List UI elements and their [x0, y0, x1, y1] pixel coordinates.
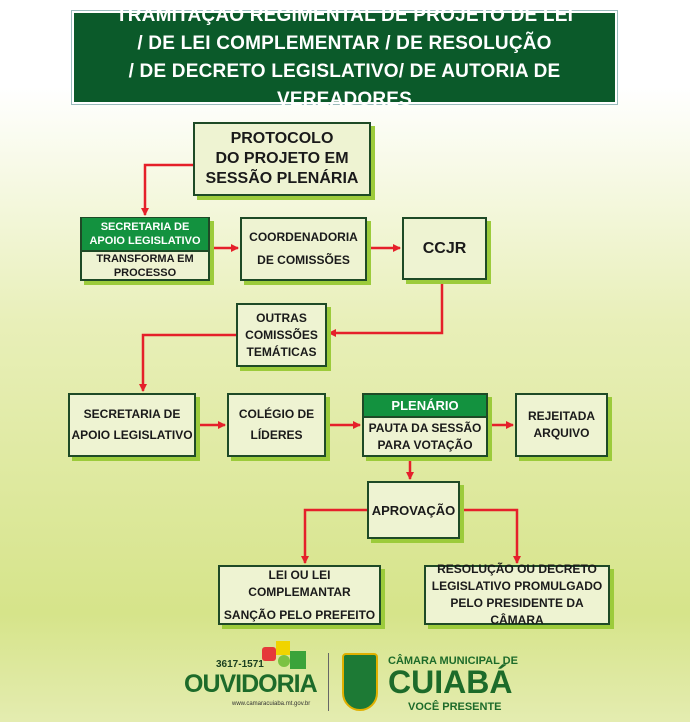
node-text: DE COMISSÕES — [257, 253, 350, 267]
node-text: LÍDERES — [250, 428, 303, 442]
node-text: COORDENADORIA — [249, 230, 358, 244]
title-line: / DE DECRETO LEGISLATIVO/ DE AUTORIA DE … — [128, 60, 561, 110]
node-text: LEI OU LEI COMPLEMANTAR — [248, 567, 351, 599]
divider — [328, 653, 329, 711]
whatsapp-icon — [278, 655, 290, 667]
node-text: SECRETARIA DE — [100, 221, 190, 233]
node-protocolo: PROTOCOLO DO PROJETO EM SESSÃO PLENÁRIA — [193, 122, 371, 196]
ouvidoria-phone: 3617-1571 — [216, 659, 264, 670]
node-text: APROVAÇÃO — [371, 502, 456, 518]
node-text: RESOLUÇÃO OU DECRETO — [437, 562, 597, 576]
node-text: OUTRAS — [256, 310, 307, 325]
node-text: PARA VOTAÇÃO — [377, 437, 473, 452]
node-text: PROCESSO — [113, 267, 177, 279]
camara-label: CÂMARA MUNICIPAL DE — [388, 655, 518, 667]
node-text: DO PROJETO EM — [215, 150, 349, 167]
coat-of-arms-icon — [342, 653, 378, 711]
node-header: PLENÁRIO — [364, 395, 486, 418]
node-body: PAUTA DA SESSÃO PARA VOTAÇÃO — [369, 418, 482, 455]
node-outras-comissoes: OUTRAS COMISSÕES TEMÁTICAS — [236, 303, 327, 367]
node-text: APOIO LEGISLATIVO — [89, 235, 201, 247]
node-body: TRANSFORMA EM PROCESSO — [96, 252, 193, 280]
node-text: SANÇÃO PELO PREFEITO — [223, 607, 376, 622]
title-line: / DE LEI COMPLEMENTAR / DE RESOLUÇÃO — [137, 32, 552, 54]
node-text: SESSÃO PLENÁRIA — [205, 170, 359, 187]
node-text: SECRETARIA DE — [83, 407, 181, 421]
node-secretaria-apoio-legislativo: SECRETARIA DE APOIO LEGISLATIVO TRANSFORM… — [80, 217, 210, 281]
email-icon — [262, 647, 276, 661]
ouvidoria-website: www.camaracuiaba.mt.gov.br — [232, 701, 311, 707]
node-resolucao: RESOLUÇÃO OU DECRETO LEGISLATIVO PROMULGA… — [424, 562, 610, 627]
node-aprovacao: APROVAÇÃO — [367, 481, 460, 539]
node-text: PAUTA DA SESSÃO — [368, 420, 482, 435]
node-rejeitada: REJEITADA ARQUIVO — [515, 393, 608, 457]
node-text: COLÉGIO DE — [238, 407, 315, 421]
title-line: TRAMITAÇÃO REGIMENTAL DE PROJETO DE LEI — [115, 4, 574, 26]
node-text: PELO PRESIDENTE DA CÂMARA — [450, 596, 584, 627]
node-text: COMISSÕES — [245, 327, 318, 342]
chat-icon — [276, 641, 290, 655]
footer-logos: 3617-1571 OUVIDORIA www.camaracuiaba.mt.… — [180, 641, 520, 717]
slogan: VOCÊ PRESENTE — [408, 701, 502, 713]
arrow — [460, 508, 521, 564]
ouvidoria-logo: OUVIDORIA — [184, 670, 318, 698]
node-text: PROTOCOLO — [230, 130, 334, 147]
node-text: APOIO LEGISLATIVO — [71, 428, 193, 442]
person-icon — [290, 651, 306, 669]
node-text: TRANSFORMA EM — [96, 253, 194, 265]
node-text: CCJR — [422, 240, 467, 257]
arrow — [328, 280, 444, 337]
arrow — [141, 163, 193, 216]
node-text: TEMÁTICAS — [246, 344, 317, 359]
arrow — [301, 508, 367, 564]
node-plenario: PLENÁRIO PAUTA DA SESSÃO PARA VOTAÇÃO — [362, 393, 488, 457]
node-text: REJEITADA — [527, 409, 596, 423]
node-text: ARQUIVO — [533, 426, 590, 440]
node-secretaria-2: SECRETARIA DE APOIO LEGISLATIVO — [68, 393, 196, 457]
node-coordenadoria: COORDENADORIA DE COMISSÕES — [240, 217, 367, 281]
node-header: SECRETARIA DE APOIO LEGISLATIVO — [82, 218, 208, 252]
arrow — [139, 333, 236, 392]
node-lei-sancao: LEI OU LEI COMPLEMANTAR SANÇÃO PELO PREFE… — [218, 565, 381, 625]
node-ccjr: CCJR — [402, 217, 487, 280]
node-colegio-lideres: COLÉGIO DE LÍDERES — [227, 393, 326, 457]
diagram-title: TRAMITAÇÃO REGIMENTAL DE PROJETO DE LEI … — [72, 5, 617, 110]
cuiaba-logo: CUIABÁ — [388, 664, 513, 700]
node-text: LEGISLATIVO PROMULGADO — [431, 579, 603, 593]
